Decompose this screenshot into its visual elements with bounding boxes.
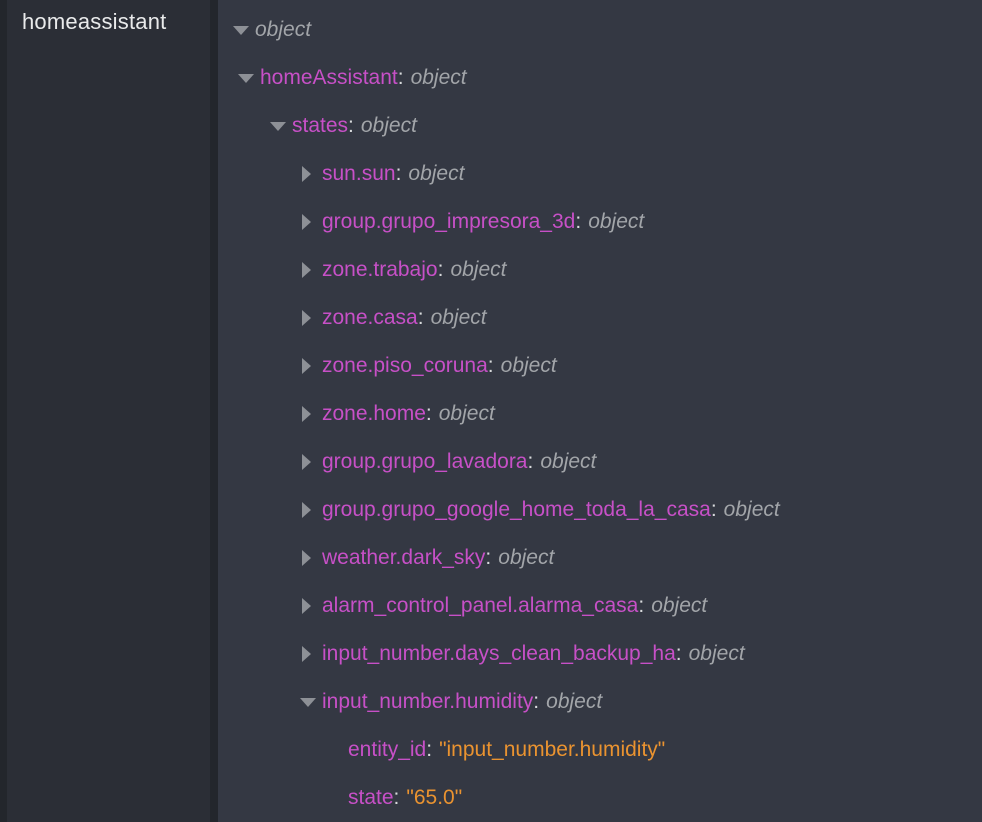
tree-row[interactable]: homeAssistant: object <box>218 54 982 102</box>
tree-row[interactable]: group.grupo_google_home_toda_la_casa: obj… <box>218 486 982 534</box>
key-colon: : <box>487 354 494 377</box>
value-type: object <box>500 354 557 377</box>
json-key: weather.dark_sky <box>322 546 486 569</box>
key-colon: : <box>425 402 432 425</box>
expand-icon[interactable] <box>300 598 322 614</box>
tree-row[interactable]: sun.sun: object <box>218 150 982 198</box>
json-key: zone.casa <box>322 306 418 329</box>
expand-icon[interactable] <box>300 358 322 374</box>
value-type: object <box>688 642 745 665</box>
key-colon: : <box>485 546 492 569</box>
expand-icon[interactable] <box>300 646 322 662</box>
key-colon: : <box>426 738 433 761</box>
collapse-icon[interactable] <box>270 121 292 131</box>
expand-icon[interactable] <box>300 310 322 326</box>
json-key: group.grupo_impresora_3d <box>322 210 576 233</box>
value-type: object <box>408 162 465 185</box>
value-type: object <box>498 546 555 569</box>
value-type: object <box>546 690 603 713</box>
tree-row[interactable]: weather.dark_sky: object <box>218 534 982 582</box>
tree-row[interactable]: state: "65.0" <box>218 774 982 822</box>
key-colon: : <box>437 258 444 281</box>
key-colon: : <box>533 690 540 713</box>
sidebar: homeassistant <box>7 0 210 822</box>
value-type: object <box>651 594 708 617</box>
tree-row[interactable]: object <box>218 6 982 54</box>
json-string-value: "input_number.humidity" <box>439 738 666 761</box>
value-type: object <box>430 306 487 329</box>
expand-icon[interactable] <box>300 454 322 470</box>
key-colon: : <box>527 450 534 473</box>
tree-row[interactable]: group.grupo_lavadora: object <box>218 438 982 486</box>
key-colon: : <box>638 594 645 617</box>
tree-row[interactable]: zone.home: object <box>218 390 982 438</box>
expand-icon[interactable] <box>300 502 322 518</box>
json-key: states <box>292 114 349 137</box>
key-colon: : <box>393 786 400 809</box>
key-colon: : <box>710 498 717 521</box>
tree-row[interactable]: input_number.days_clean_backup_ha: object <box>218 630 982 678</box>
value-type: object <box>410 66 467 89</box>
left-rail <box>0 0 7 822</box>
json-key: entity_id <box>348 738 427 761</box>
key-colon: : <box>575 210 582 233</box>
value-type: object <box>588 210 645 233</box>
expand-icon[interactable] <box>300 550 322 566</box>
value-type: object <box>723 498 780 521</box>
tree-row[interactable]: alarm_control_panel.alarma_casa: object <box>218 582 982 630</box>
value-type: object <box>450 258 507 281</box>
expand-icon[interactable] <box>300 214 322 230</box>
json-key: homeAssistant <box>260 66 398 89</box>
tree-row[interactable]: states: object <box>218 102 982 150</box>
expand-icon[interactable] <box>300 406 322 422</box>
value-type: object <box>540 450 597 473</box>
node-label: homeassistant <box>22 9 167 34</box>
tree-row[interactable]: input_number.humidity: object <box>218 678 982 726</box>
expand-icon[interactable] <box>300 166 322 182</box>
json-key: group.grupo_lavadora <box>322 450 528 473</box>
json-key: zone.home <box>322 402 426 425</box>
tree-row[interactable]: zone.trabajo: object <box>218 246 982 294</box>
json-key: zone.trabajo <box>322 258 438 281</box>
json-key: alarm_control_panel.alarma_casa <box>322 594 639 617</box>
json-string-value: "65.0" <box>406 786 463 809</box>
expand-icon[interactable] <box>300 262 322 278</box>
key-colon: : <box>417 306 424 329</box>
value-type: object <box>360 114 417 137</box>
collapse-icon[interactable] <box>238 73 260 83</box>
tree-row[interactable]: zone.piso_coruna: object <box>218 342 982 390</box>
key-colon: : <box>397 66 404 89</box>
json-key: state <box>348 786 394 809</box>
tree-row[interactable]: entity_id: "input_number.humidity" <box>218 726 982 774</box>
collapse-icon[interactable] <box>300 697 322 707</box>
json-key: input_number.days_clean_backup_ha <box>322 642 676 665</box>
collapse-icon[interactable] <box>233 25 255 35</box>
json-key: zone.piso_coruna <box>322 354 488 377</box>
tree-row[interactable]: group.grupo_impresora_3d: object <box>218 198 982 246</box>
json-key: sun.sun <box>322 162 396 185</box>
key-colon: : <box>395 162 402 185</box>
json-key: input_number.humidity <box>322 690 534 713</box>
value-type: object <box>438 402 495 425</box>
panel-divider <box>210 0 218 822</box>
tree-row[interactable]: zone.casa: object <box>218 294 982 342</box>
json-key: group.grupo_google_home_toda_la_casa <box>322 498 711 521</box>
key-colon: : <box>675 642 682 665</box>
key-colon: : <box>348 114 354 137</box>
value-type: object <box>255 18 312 41</box>
